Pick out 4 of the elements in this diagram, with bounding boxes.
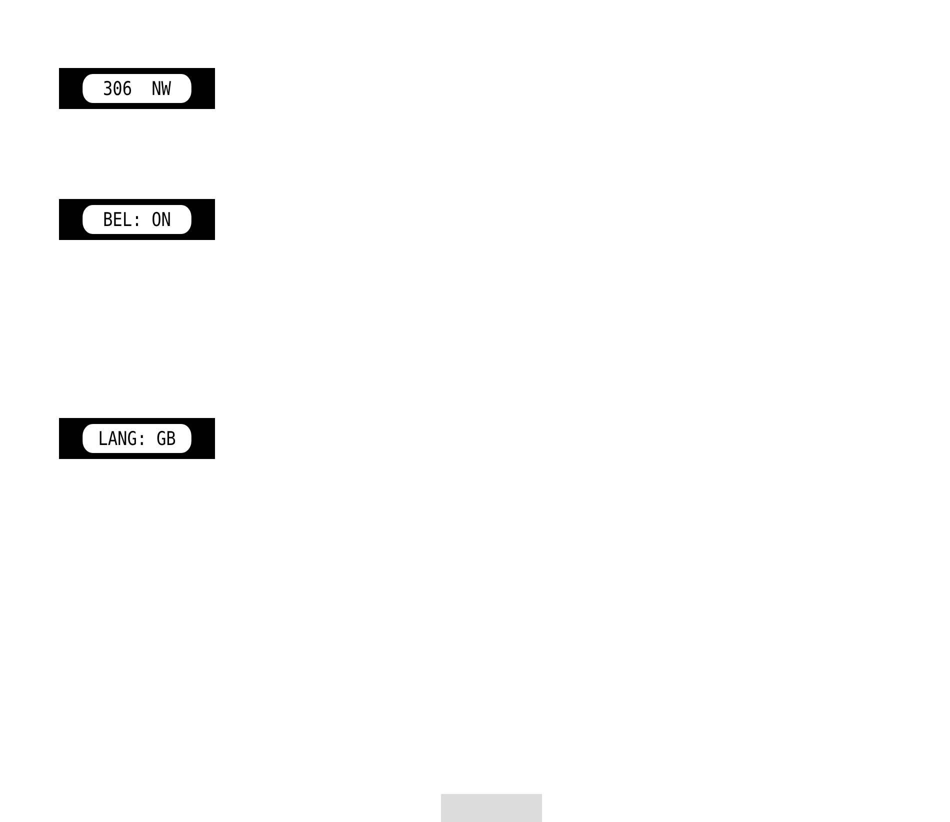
lcd-display: 306 NW: [59, 68, 215, 109]
footer-bar: [441, 794, 542, 822]
lcd-display: BEL: ON: [59, 199, 215, 240]
lcd-display: LANG: GB: [59, 418, 215, 459]
